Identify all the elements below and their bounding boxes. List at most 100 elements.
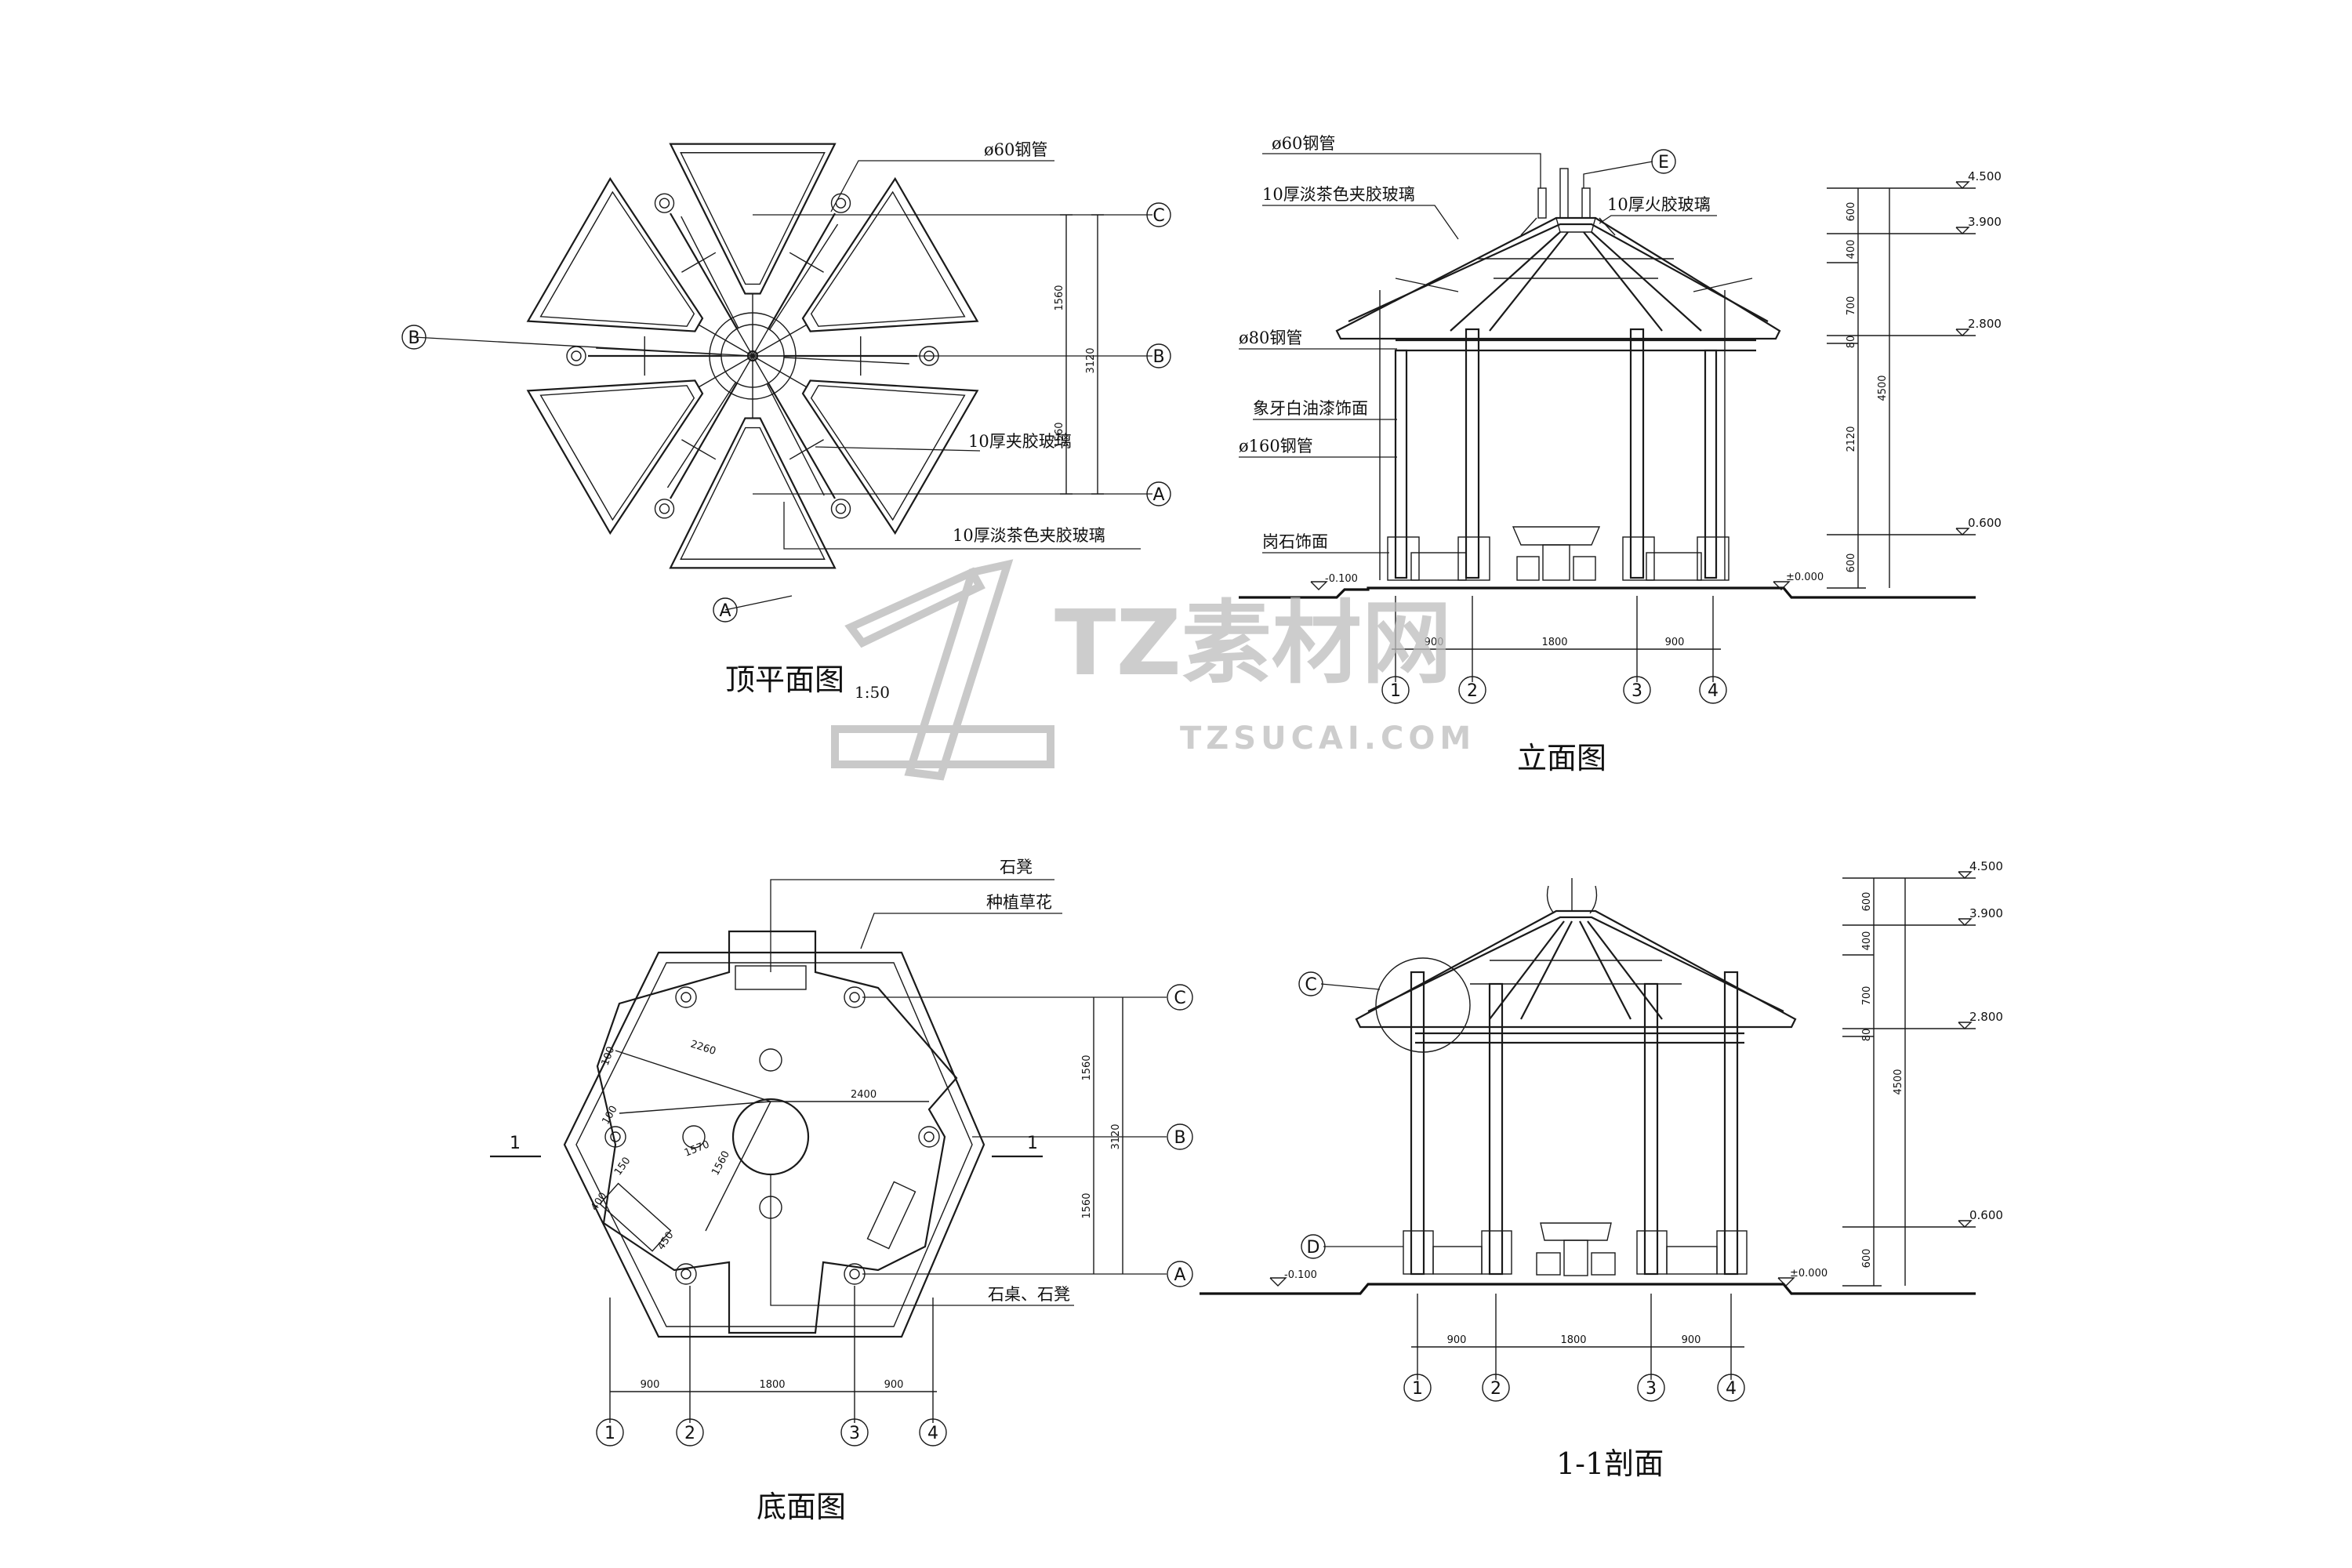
roof-pipe60-label: ø60钢管: [984, 140, 1047, 159]
h-4500: 4500: [1877, 375, 1889, 401]
elev-axis-1: 1: [1390, 681, 1401, 701]
bottom-dim-total: 3120: [1110, 1123, 1122, 1149]
h-80: 80: [1846, 336, 1857, 349]
section-level-450: 4.500: [1969, 859, 2003, 873]
section-level-280: 2.800: [1969, 1010, 2003, 1024]
bottom-axis-2: 2: [684, 1424, 695, 1443]
h-600-bottom: 600: [1846, 554, 1857, 573]
roof-plan-title: 顶平面图: [725, 662, 844, 697]
bottom-axis-4: 4: [927, 1424, 938, 1443]
level-390: 3.900: [1968, 215, 2002, 229]
h-600-top: 600: [1846, 202, 1857, 222]
section-width-3: 900: [1682, 1334, 1701, 1346]
section-level-390: 3.900: [1969, 906, 2003, 920]
elevation-view: ø60钢管 10厚淡茶色夹胶玻璃 E 10厚火胶玻璃 ø80钢管 象牙白油漆饰面…: [1239, 134, 1976, 775]
stone-stool-left: [599, 1182, 672, 1252]
bottom-plan: 2260 2400 100 1570 1560 400 100 150 450 …: [490, 858, 1193, 1524]
section-axis-1: 1: [1412, 1379, 1423, 1399]
stone-table: [731, 1098, 810, 1176]
label-stool: 石凳: [1000, 858, 1033, 877]
steel-pipe-icon: [566, 346, 586, 366]
bottom-axis-a: A: [1174, 1265, 1185, 1285]
roof-dim-top: 1560: [1054, 285, 1065, 310]
level-060: 0.600: [1968, 516, 2002, 530]
bottom-width-2: 1800: [759, 1379, 785, 1391]
section-h-700: 700: [1861, 986, 1873, 1006]
elev-fire-glass-label: 10厚火胶玻璃: [1607, 195, 1711, 214]
dim-1560-inner: 1560: [710, 1149, 732, 1178]
roof-glass-panel: [669, 417, 837, 569]
axis-bubble-b: [1146, 343, 1171, 368]
elev-tea-glass-label: 10厚淡茶色夹胶玻璃: [1262, 185, 1415, 204]
elevation-title: 立面图: [1517, 741, 1606, 775]
dim-2400: 2400: [851, 1089, 877, 1101]
dim-2260: 2260: [689, 1039, 717, 1058]
roof-dim-bottom: 1560: [1054, 422, 1065, 448]
axis-a-bottom-label: A: [719, 601, 731, 621]
label-planting: 种植草花: [986, 893, 1052, 912]
watermark-brand: TZ素材网: [1054, 591, 1452, 696]
h-2120: 2120: [1846, 426, 1857, 452]
dim-100b: 100: [600, 1104, 619, 1127]
axis-bubble-a: [1146, 481, 1171, 506]
elev-pipe60-label: ø60钢管: [1272, 134, 1335, 153]
roof-plan: 1560 3120 1560 C B A B A ø60钢管 10厚夹胶玻璃 1…: [401, 140, 1171, 702]
steel-pipe-icon: [654, 499, 675, 519]
axis-b-left-label: B: [408, 328, 419, 348]
steel-pipe-icon: [830, 499, 851, 519]
bottom-axis-1: 1: [604, 1424, 615, 1443]
axis-c-label: C: [1152, 206, 1164, 226]
elev-axis-4: 4: [1708, 681, 1719, 701]
section-title: 1-1剖面: [1556, 1446, 1664, 1481]
section-axis-3: 3: [1646, 1379, 1657, 1399]
dim-450: 450: [655, 1229, 677, 1252]
section-axis-4: 4: [1726, 1379, 1737, 1399]
elev-width-3: 900: [1665, 637, 1685, 648]
section-h-80: 80: [1861, 1029, 1873, 1042]
steel-pipe-icon: [654, 193, 675, 213]
bottom-plan-title: 底面图: [757, 1490, 846, 1524]
level-280: 2.800: [1968, 317, 2002, 331]
level-450: 4.500: [1968, 169, 2002, 183]
axis-b-label: B: [1152, 347, 1164, 367]
section-axis-d: D: [1307, 1238, 1320, 1258]
elev-level-zero: ±0.000: [1786, 572, 1824, 583]
section-level-zero: ±0.000: [1790, 1268, 1828, 1279]
section-h-600b: 600: [1861, 1249, 1873, 1269]
section-axis-2: 2: [1490, 1379, 1501, 1399]
roof-dim-total: 3120: [1085, 347, 1097, 373]
h-400: 400: [1846, 240, 1857, 260]
roof-plan-scale: 1:50: [855, 683, 890, 702]
bottom-axis-b: B: [1174, 1128, 1185, 1148]
elev-pipe160-label: ø160钢管: [1239, 437, 1313, 456]
bottom-width-3: 900: [884, 1379, 904, 1391]
roof-glass-panel: [801, 176, 979, 332]
watermark: TZ素材网 TZSUCAI.COM: [831, 559, 1471, 781]
elev-width-1: 900: [1425, 637, 1444, 648]
roof-tea-glass-label: 10厚淡茶色夹胶玻璃: [953, 526, 1105, 545]
h-700: 700: [1846, 296, 1857, 316]
bottom-dim-bottom: 1560: [1081, 1192, 1093, 1218]
section-level-minus: -0.100: [1284, 1269, 1317, 1281]
section-width-1: 900: [1447, 1334, 1467, 1346]
roof-glass-panel: [669, 143, 837, 295]
bottom-axis-3: 3: [849, 1424, 860, 1443]
elev-ivory-label: 象牙白油漆饰面: [1253, 399, 1368, 418]
bottom-axis-c: C: [1174, 989, 1185, 1008]
elev-width-2: 1800: [1541, 637, 1567, 648]
elevation-level-scale: 4.500 3.900 2.800 0.600 600 400 700 80 4…: [1827, 169, 2002, 589]
elev-level-minus: -0.100: [1325, 573, 1358, 585]
roof-glass-label: 10厚夹胶玻璃: [968, 432, 1072, 451]
bottom-width-1: 900: [641, 1379, 660, 1391]
section-h-400: 400: [1861, 931, 1873, 951]
roof-glass-panel: [526, 379, 704, 535]
axis-a-label: A: [1152, 485, 1164, 505]
section-width-2: 1800: [1560, 1334, 1586, 1346]
cut-mark-right: 1: [1027, 1134, 1038, 1153]
watermark-logo-icon: [831, 559, 1054, 781]
stone-stool-right: [866, 1181, 916, 1250]
elev-pipe80-label: ø80钢管: [1239, 328, 1302, 347]
roof-glass-panel: [801, 379, 979, 535]
dim-150: 150: [612, 1155, 633, 1178]
section-h-4500: 4500: [1893, 1069, 1904, 1094]
